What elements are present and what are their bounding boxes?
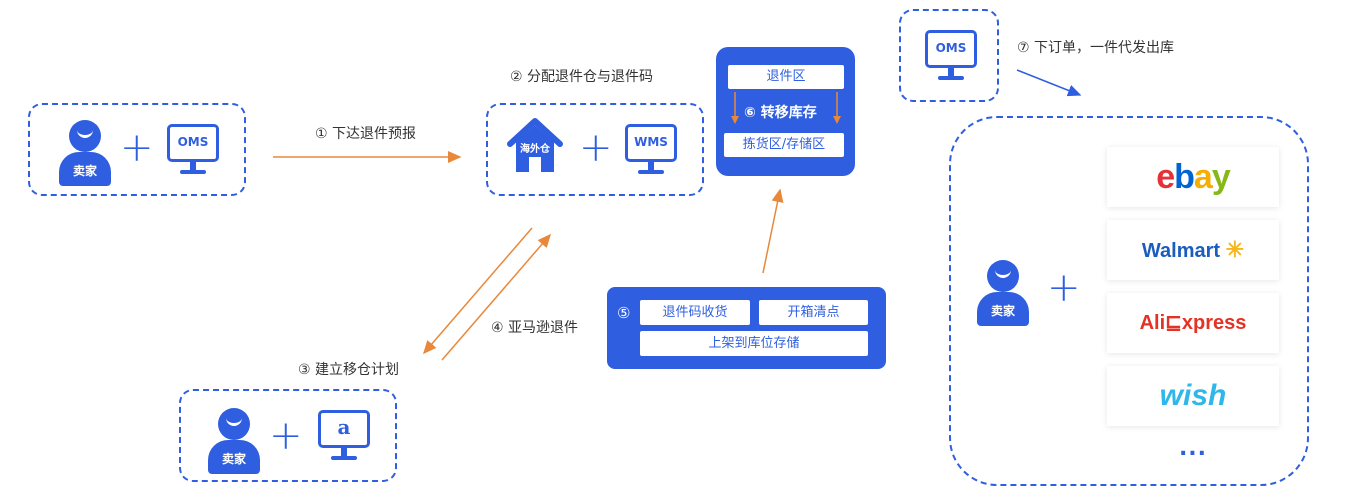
step-2-label: ② 分配退件仓与退件码 <box>510 69 654 85</box>
oms-monitor-icon: OMS <box>167 124 219 178</box>
warehouse-label: 海外仓 <box>520 144 550 155</box>
wish-logo: wish <box>1107 366 1279 426</box>
ebay-logo: ebay <box>1107 147 1279 207</box>
shelve-storage-tag: 上架到库位存储 <box>640 331 868 356</box>
step-3-label: ③ 建立移仓计划 <box>298 362 400 378</box>
arrow-order-to-platforms <box>1016 69 1082 97</box>
amazon-letter: a <box>337 415 351 439</box>
walmart-text: Walmart <box>1141 240 1221 262</box>
return-code-receive-tag: 退件码收货 <box>640 300 750 325</box>
step-5-label: ⑤ <box>617 304 631 322</box>
ebay-letter-b: b <box>1174 158 1195 196</box>
arrow-receive-to-stock <box>762 188 784 274</box>
seller-label: 卖家 <box>208 440 260 474</box>
ebay-letter-y: y <box>1211 158 1231 196</box>
warehouse-wms-box <box>486 103 704 196</box>
seller-oms-box <box>28 103 246 196</box>
picking-storage-zone-tag: 拣货区/存储区 <box>724 133 844 157</box>
seller-icon: 卖家 <box>975 260 1031 326</box>
aliexpress-logo: Ali⊑xpress <box>1107 293 1279 353</box>
ebay-letter-a: a <box>1193 158 1213 196</box>
cart-icon: ⊑ <box>1165 312 1182 334</box>
amazon-monitor-icon: a <box>318 410 370 464</box>
plus-icon: + <box>120 125 154 171</box>
order-oms-box <box>899 9 999 102</box>
walmart-logo: Walmart ✳ <box>1107 220 1279 280</box>
plus-icon: + <box>579 125 613 171</box>
seller-label: 卖家 <box>977 292 1029 326</box>
oms-label: OMS <box>925 30 977 68</box>
down-arrow-icon <box>731 92 739 124</box>
amazon-logo: a <box>318 410 370 448</box>
plus-icon: + <box>269 413 303 459</box>
down-arrow-icon <box>833 92 841 124</box>
seller-icon: 卖家 <box>206 408 262 474</box>
step-6-label: ⑥ 转移库存 <box>744 105 817 121</box>
seller-platforms-box <box>949 116 1309 486</box>
ebay-letter-e: e <box>1156 158 1175 196</box>
step-7-label: ⑦ 下订单，一件代发出库 <box>1017 40 1175 56</box>
seller-icon: 卖家 <box>57 120 113 186</box>
open-box-count-tag: 开箱清点 <box>759 300 868 325</box>
return-zone-tag: 退件区 <box>728 65 844 89</box>
oms-label: OMS <box>167 124 219 162</box>
step-4-label: ④ 亚马逊退件 <box>491 320 579 336</box>
oms-monitor-icon: OMS <box>925 30 977 84</box>
wms-label: WMS <box>625 124 677 162</box>
more-platforms-ellipsis: ... <box>1178 436 1208 461</box>
arrow-amazon-return <box>441 233 551 361</box>
plus-icon: + <box>1047 265 1081 311</box>
warehouse-icon <box>507 118 563 172</box>
express-text: xpress <box>1181 312 1247 334</box>
seller-label: 卖家 <box>59 152 111 186</box>
step-1-label: ① 下达退件预报 <box>315 126 417 142</box>
seller-amazon-box <box>179 389 397 482</box>
wish-text: wish <box>1159 379 1227 412</box>
wms-monitor-icon: WMS <box>625 124 677 178</box>
walmart-spark-icon: ✳ <box>1225 237 1245 262</box>
ali-text: Ali <box>1139 312 1166 334</box>
arrow-warehouse-to-transfer-plan <box>423 227 533 355</box>
